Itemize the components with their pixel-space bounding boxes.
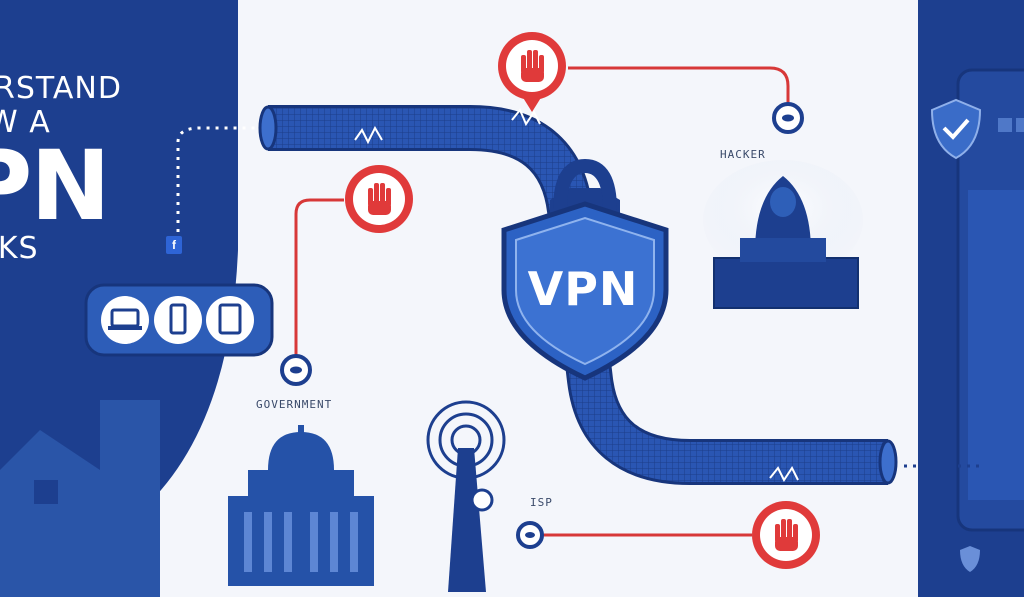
headline-line-4: RKS xyxy=(0,231,39,266)
tunnel-end-left xyxy=(258,105,278,151)
headline-line-2: W A xyxy=(0,105,51,140)
hand-stop-icon xyxy=(775,519,798,551)
threat-lines xyxy=(294,66,790,537)
hacker-icon xyxy=(703,160,863,309)
tunnel-end-right xyxy=(878,439,898,485)
headline-line-3: PN xyxy=(0,130,111,242)
hacker-label: HACKER xyxy=(720,148,766,161)
tablet-icon xyxy=(218,303,242,335)
cell-tower-icon xyxy=(426,400,506,592)
eye-icon xyxy=(772,102,804,134)
shield-check-icon xyxy=(930,98,982,160)
vpn-shield xyxy=(501,158,669,381)
hand-stop-icon xyxy=(521,50,544,82)
government-building-icon xyxy=(228,425,374,586)
phone-icon xyxy=(169,303,187,335)
vpn-shield-label: VPN xyxy=(527,262,639,316)
block-badge-bottom xyxy=(752,501,820,569)
hand-stop-icon xyxy=(368,183,391,215)
headline: RSTAND W A PN RKS xyxy=(0,72,240,266)
dotted-connector xyxy=(176,126,258,232)
eye-icon xyxy=(516,521,544,549)
facebook-icon: f xyxy=(166,236,182,254)
headline-line-1: RSTAND xyxy=(0,71,122,106)
block-badge-top xyxy=(498,32,566,112)
tower-label: ISP xyxy=(530,496,553,509)
small-shield-icon xyxy=(960,546,980,572)
devices-pill xyxy=(84,283,274,357)
house-icon xyxy=(0,400,160,597)
block-badge-middle xyxy=(345,165,413,233)
eye-icon xyxy=(280,354,312,386)
government-label: GOVERNMENT xyxy=(256,398,333,411)
crack-icon xyxy=(354,108,799,482)
